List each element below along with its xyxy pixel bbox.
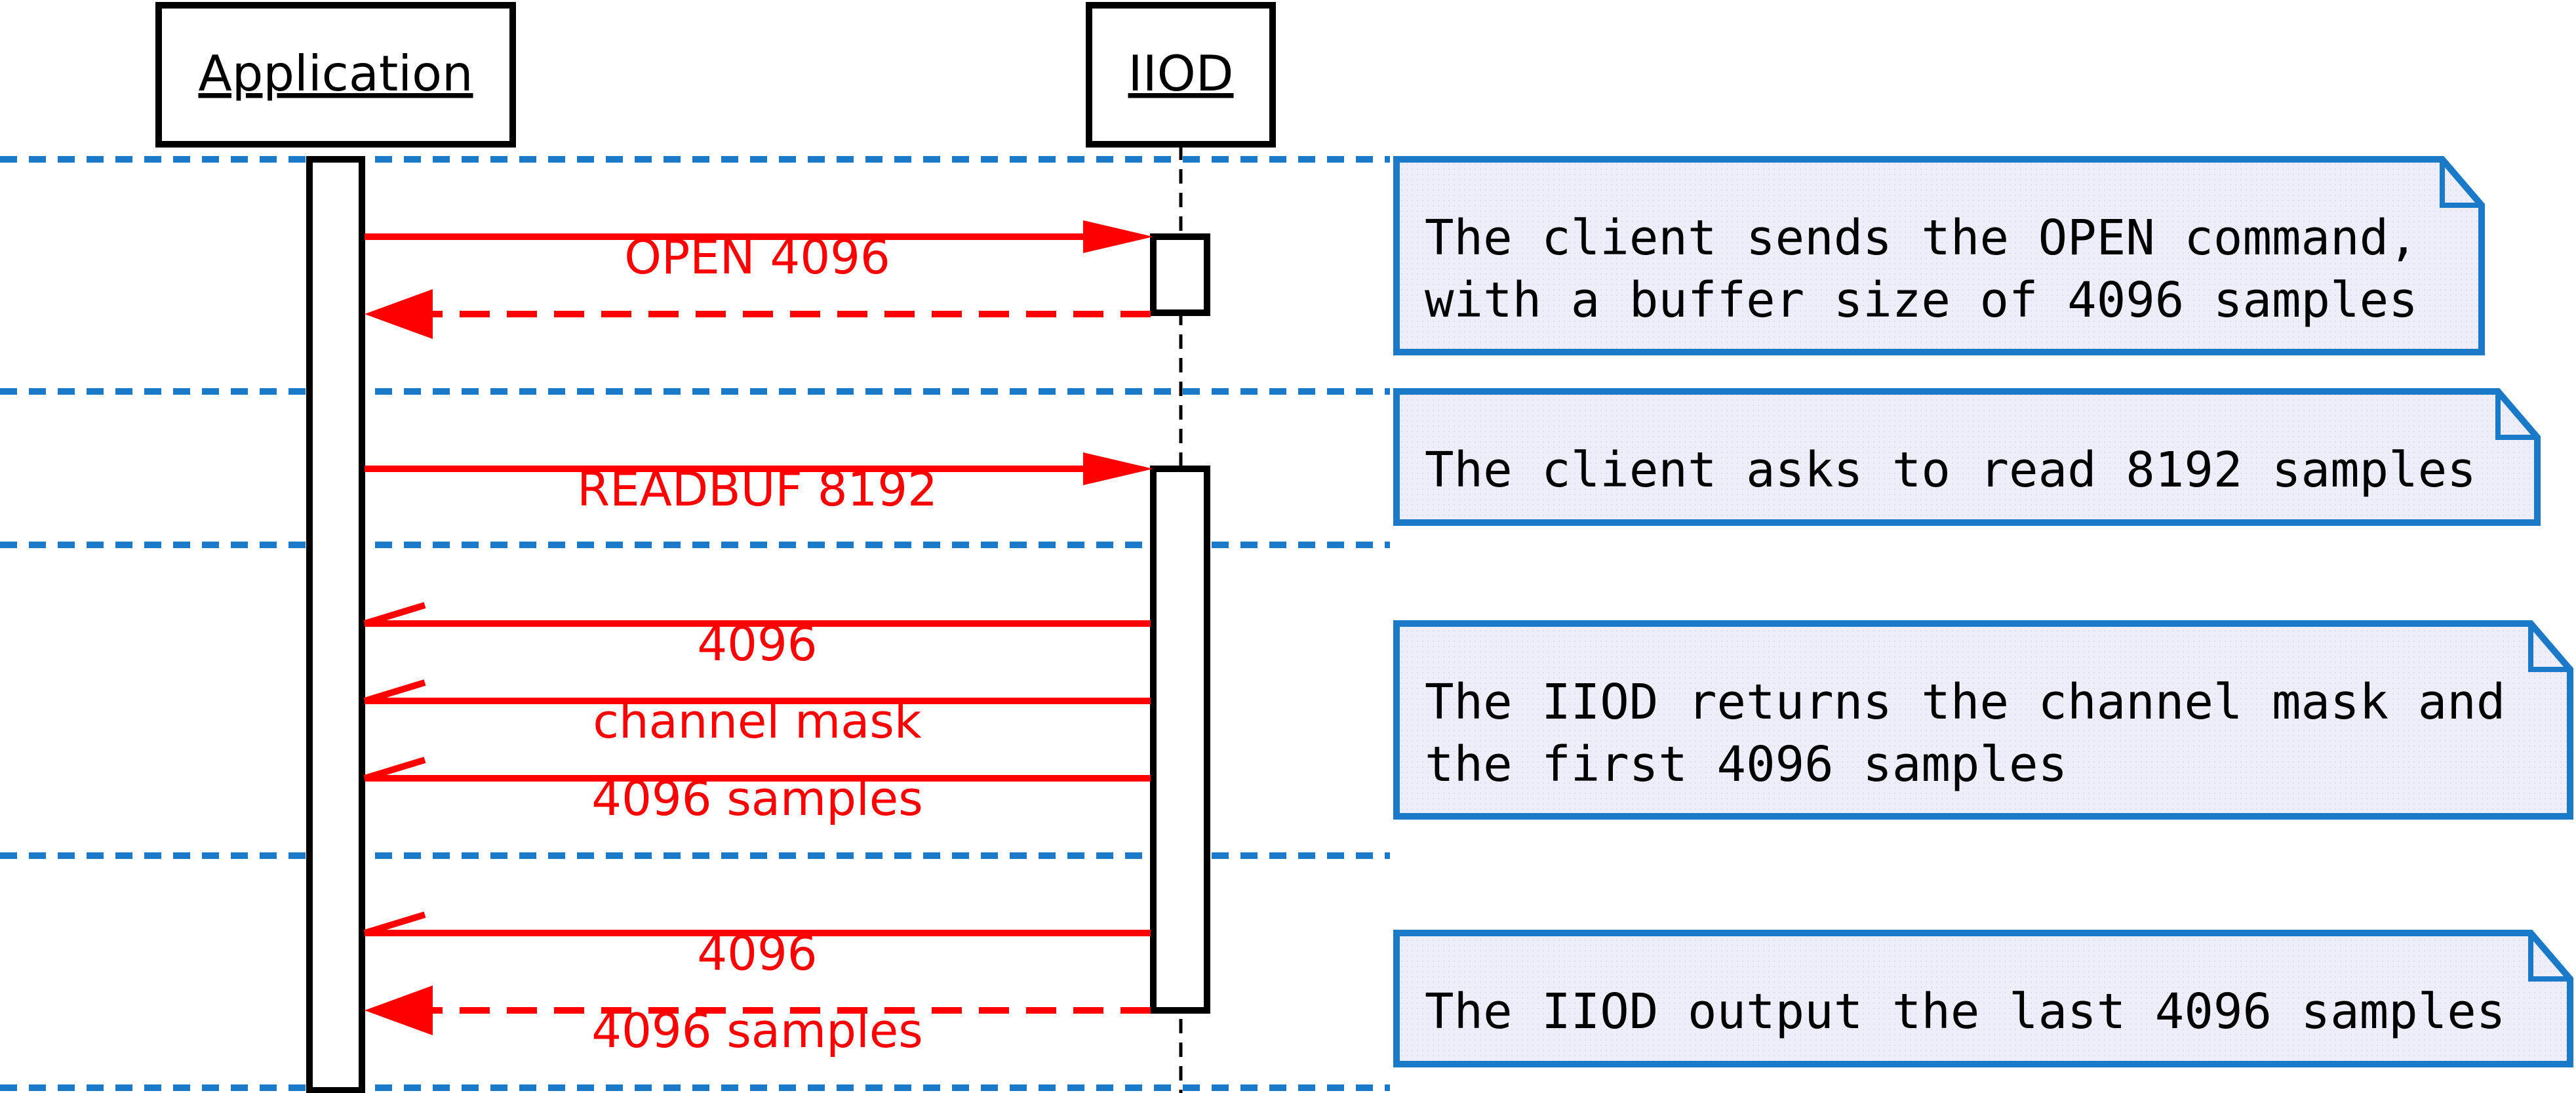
arrowhead-filled	[1083, 452, 1153, 485]
actor-application: Application	[155, 2, 516, 148]
arrowhead-half	[363, 602, 426, 627]
note-1: The client sends the OPEN command, with …	[1393, 156, 2485, 355]
arrowhead-filled	[365, 289, 433, 339]
message-label: 4096 samples	[591, 1003, 922, 1058]
iiod-activation-bar-open	[1150, 233, 1210, 316]
note-2: The client asks to read 8192 samples	[1393, 388, 2541, 526]
application-activation-bar	[306, 156, 365, 1093]
messages	[363, 220, 1153, 1035]
note-text: The IIOD output the last 4096 samples	[1425, 984, 2505, 1040]
actor-label-application: Application	[198, 45, 473, 102]
actor-iiod: IIOD	[1086, 2, 1276, 148]
iiod-activation-bar-readbuf	[1150, 466, 1210, 1014]
note-4: The IIOD output the last 4096 samples	[1393, 930, 2573, 1067]
message-label: channel mask	[593, 694, 922, 749]
note-box	[1393, 930, 2573, 1067]
note-text: the first 4096 samples	[1425, 736, 2067, 793]
arrowhead-half	[363, 757, 426, 782]
note-text: The client sends the OPEN command,	[1425, 210, 2418, 266]
note-corner-fold	[2528, 933, 2570, 982]
note-text: The IIOD returns the channel mask and	[1425, 674, 2505, 730]
actor-label-iiod: IIOD	[1128, 45, 1233, 102]
note-corner-fold	[2495, 391, 2537, 440]
note-corner-fold	[2528, 624, 2570, 672]
note-box	[1393, 620, 2573, 820]
message-labels: OPEN 4096 READBUF 8192 4096 channel mask…	[577, 229, 938, 1058]
note-box	[1393, 156, 2485, 355]
arrowhead-half	[363, 911, 426, 936]
actor-box	[155, 2, 516, 148]
message-label: 4096 samples	[591, 771, 922, 826]
message-label: 4096	[697, 616, 817, 671]
note-corner-fold	[2440, 159, 2482, 208]
note-box	[1393, 388, 2541, 526]
arrowhead-filled	[365, 985, 433, 1035]
arrowhead-filled	[1083, 220, 1153, 253]
actor-box	[1086, 2, 1276, 148]
note-text: with a buffer size of 4096 samples	[1425, 272, 2418, 328]
arrowhead-half	[363, 679, 426, 704]
message-label: 4096	[697, 926, 817, 981]
note-3: The IIOD returns the channel mask and th…	[1393, 620, 2573, 820]
note-text: The client asks to read 8192 samples	[1425, 442, 2476, 498]
message-label: OPEN 4096	[624, 229, 890, 285]
message-label: READBUF 8192	[577, 462, 938, 517]
